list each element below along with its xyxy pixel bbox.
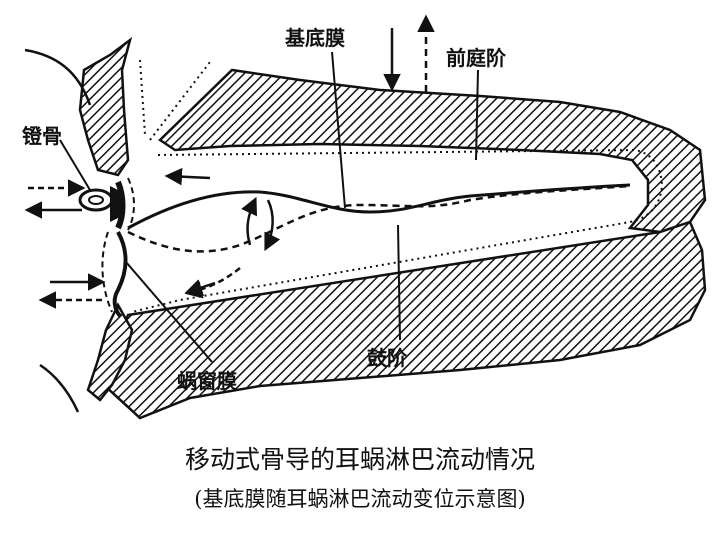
label-scala-vestibuli: 前庭阶 — [446, 42, 506, 71]
oval-window-dashed — [128, 178, 134, 230]
caption-subtitle: (基底膜随耳蜗淋巴流动变位示意图) — [0, 483, 720, 513]
label-basilar-membrane: 基底膜 — [285, 22, 345, 51]
upper-bony-wall — [160, 70, 705, 232]
basilar-membrane-solid — [128, 185, 630, 228]
label-round-window: 蜗窗膜 — [177, 365, 237, 394]
upper-dotted-guide — [140, 60, 145, 135]
stapes-shape — [80, 186, 122, 222]
round-window-membrane — [115, 232, 126, 316]
label-scala-tympani: 鼓阶 — [367, 342, 407, 371]
leader-stapes — [60, 140, 90, 190]
flow-arrow-curve-down — [266, 200, 273, 248]
flow-arrow-upper-left — [168, 176, 210, 178]
label-stapes: 镫骨 — [22, 120, 62, 149]
flow-arrow-lower-back — [188, 283, 215, 292]
outer-contour-bottom — [40, 365, 78, 412]
middle-ear-wall-upper — [80, 40, 130, 175]
caption-title: 移动式骨导的耳蜗淋巴流动情况 — [0, 440, 720, 476]
round-window-dashed — [102, 232, 112, 312]
flow-arrow-curve-up — [248, 200, 255, 245]
basilar-membrane-dashed — [128, 186, 630, 251]
